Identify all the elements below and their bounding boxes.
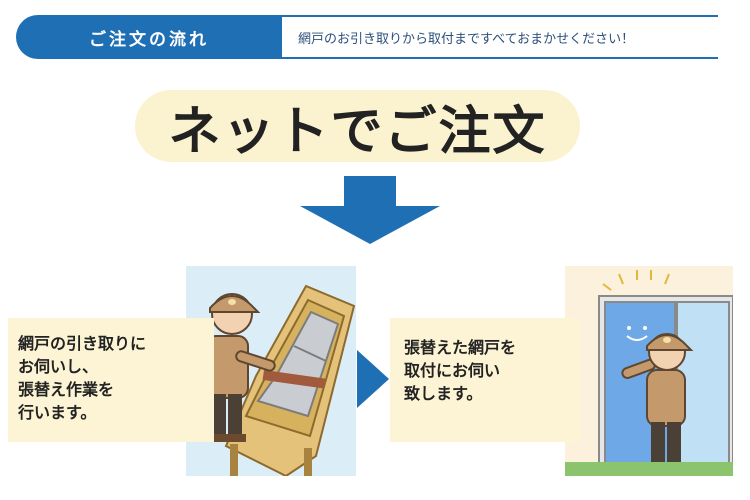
- step-2-line-1: 張替えた網戸を: [404, 338, 517, 357]
- header-title: ご注文の流れ: [16, 15, 282, 59]
- header-divider: [282, 15, 718, 59]
- step-1-panel: 網戸の引き取りに お伺いし、 張替え作業を 行います。: [8, 318, 214, 442]
- step-1-line-1: 網戸の引き取りに: [18, 334, 147, 353]
- step-2-line-2: 取付にお伺い: [404, 361, 501, 380]
- step-1-line-4: 行います。: [18, 403, 97, 422]
- step-2-line-3: 致します。: [404, 384, 483, 403]
- arrow-right-icon: [357, 350, 389, 408]
- step-1-line-2: お伺いし、: [18, 357, 99, 376]
- arrow-down-icon: [300, 176, 440, 244]
- step-1-line-3: 張替え作業を: [18, 380, 115, 399]
- worker-repairing-screen-icon: [186, 266, 356, 476]
- worker-installing-screen-icon: [565, 266, 733, 476]
- step-2-panel: 張替えた網戸を 取付にお伺い 致します。: [390, 318, 580, 442]
- header-subtitle: 網戸のお引き取りから取付まですべておまかせください！: [298, 31, 635, 47]
- header-bar: ご注文の流れ 網戸のお引き取りから取付まですべておまかせください！: [16, 15, 718, 59]
- order-title: ネットでご注文: [135, 90, 580, 162]
